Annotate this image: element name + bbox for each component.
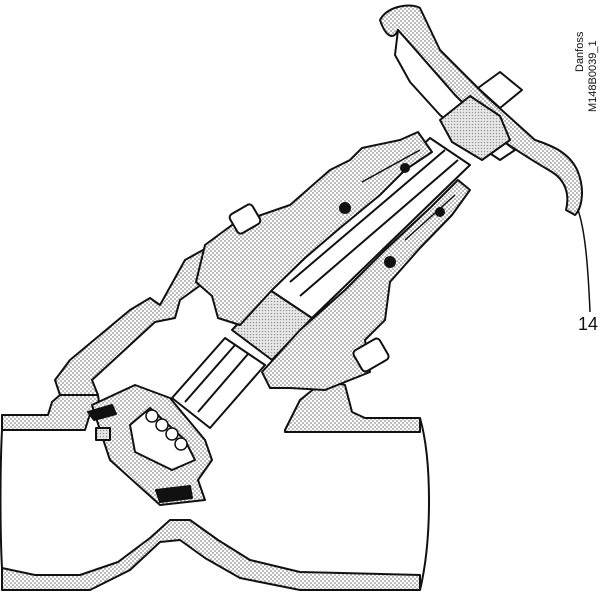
drawing-code: M148B0039_1	[587, 40, 599, 112]
cone-inner-cavity	[129, 407, 196, 471]
body-lower-wall	[1, 519, 421, 591]
spindle-line	[197, 353, 249, 413]
bonnet	[195, 131, 471, 391]
flow-passage	[0, 417, 430, 591]
cone-balls	[145, 409, 188, 451]
lower-seal-ring	[155, 485, 193, 503]
bonnet-bolt-lower	[352, 337, 390, 373]
o-ring	[384, 256, 396, 268]
right-pipe-opening	[419, 417, 430, 591]
hand-wheel	[379, 4, 583, 216]
ball	[145, 409, 159, 423]
valve-cone	[87, 384, 213, 506]
left-pipe-upper-wall	[1, 394, 101, 431]
upper-seal-ring	[87, 404, 117, 421]
callout-leader-line	[577, 209, 591, 313]
ball	[174, 437, 188, 451]
spindle-line	[299, 159, 459, 297]
bonnet-bolt-upper	[228, 203, 262, 235]
brand-text: Danfoss	[574, 31, 586, 72]
ball	[165, 427, 179, 441]
spindle-line	[184, 344, 236, 403]
o-ring	[339, 202, 351, 214]
packing-line	[361, 149, 421, 183]
drawing-reference: Danfoss M148B0039_1	[574, 31, 599, 112]
spindle-line	[289, 149, 446, 283]
left-pipe-opening	[0, 429, 3, 569]
left-seat-ring	[95, 427, 111, 441]
hub-nut-top	[477, 71, 523, 109]
spindle-lower-shaft	[171, 337, 266, 429]
ball	[155, 418, 169, 432]
callout-label: 14	[578, 314, 598, 334]
valve-body	[1, 244, 421, 591]
o-ring	[400, 163, 410, 173]
callout-14: 14	[577, 209, 598, 334]
bonnet-lower	[261, 179, 471, 391]
hub-nut	[439, 95, 511, 161]
packing-line	[404, 194, 456, 241]
